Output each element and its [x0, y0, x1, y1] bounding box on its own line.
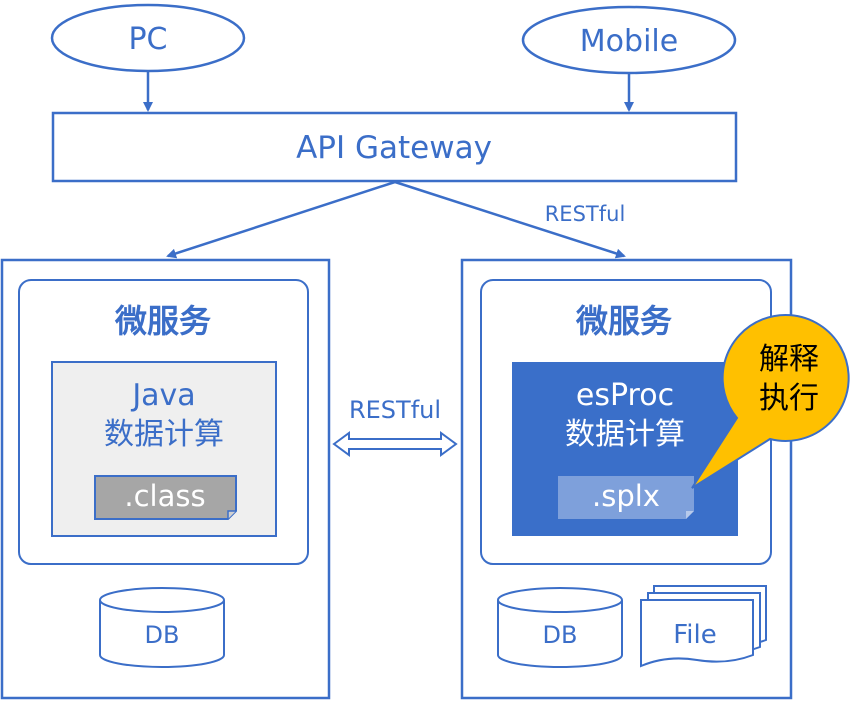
right-db-icon: DB [497, 587, 623, 668]
interpret-execute-callout: 解释 执行 [691, 314, 850, 489]
api-gateway-label: API Gateway [296, 130, 492, 166]
left-service-container: 微服务 Java 数据计算 .class DB [0, 258, 331, 700]
api-gateway-box: API Gateway [51, 111, 738, 183]
callout-line2: 执行 [759, 381, 819, 416]
callout-line1: 解释 [759, 342, 819, 377]
gateway-to-left-arrow [166, 180, 396, 259]
java-compute-label: 数据计算 [104, 417, 224, 452]
right-service-container: 微服务 esProc 数据计算 .splx DB File [460, 258, 793, 700]
right-db-label: DB [543, 621, 578, 649]
left-db-icon: DB [99, 587, 225, 668]
file-store-label: File [673, 620, 717, 650]
splx-file-label: .splx [592, 479, 660, 513]
esproc-label: esProc [576, 378, 674, 413]
pc-label: PC [128, 22, 167, 57]
gateway-to-right-arrow [394, 180, 626, 259]
mobile-label: Mobile [580, 24, 678, 59]
esproc-compute-box: esProc 数据计算 .splx [512, 362, 738, 536]
left-service-title: 微服务 [114, 302, 211, 340]
class-file-label: .class [124, 479, 205, 513]
service-restful-connector: RESTful [332, 396, 458, 457]
pc-client: PC [50, 3, 246, 73]
mobile-client: Mobile [521, 5, 737, 75]
esproc-compute-label: 数据计算 [565, 417, 685, 452]
double-arrow-icon [332, 431, 458, 457]
gateway-restful-label: RESTful [545, 202, 626, 226]
left-db-label: DB [145, 621, 180, 649]
file-store-icon: File [640, 585, 767, 668]
right-service-title: 微服务 [575, 302, 672, 340]
service-restful-label: RESTful [349, 396, 441, 424]
java-compute-box: Java 数据计算 .class [51, 361, 277, 537]
java-label: Java [130, 378, 195, 413]
splx-file-icon: .splx [558, 476, 694, 519]
class-file-icon: .class [94, 475, 237, 520]
